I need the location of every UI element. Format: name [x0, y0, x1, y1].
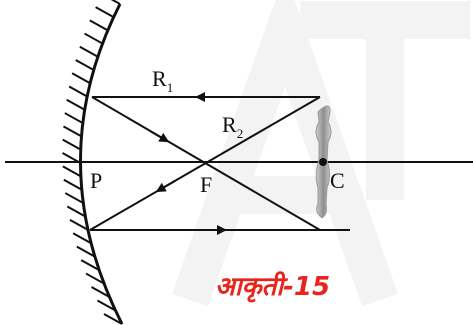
hatch-mark: [64, 112, 84, 124]
hatch-mark: [72, 232, 92, 245]
hatch-mark: [62, 152, 81, 164]
hatch-mark: [66, 205, 86, 218]
hatch-mark: [66, 98, 86, 111]
concave-mirror: [79, 3, 124, 325]
ray-r1-reflected-arrow: [149, 130, 170, 143]
hatch-mark: [76, 245, 96, 258]
hatch-mark: [62, 125, 82, 138]
hatch-mark: [80, 259, 100, 271]
hatch-mark: [63, 178, 83, 191]
hatch-mark: [96, 299, 116, 312]
hatch-mark: [103, 313, 123, 325]
hatch-mark: [71, 72, 91, 85]
hatch-mark: [89, 19, 109, 32]
hatch-mark: [79, 45, 99, 58]
mirror-hatching: [62, 0, 123, 325]
hatch-mark: [62, 138, 82, 151]
object: [315, 105, 332, 219]
watermark: [172, 0, 470, 307]
label-focus: F: [200, 172, 212, 197]
ray-r2-arrow: [155, 180, 176, 193]
hatch-mark: [69, 218, 89, 231]
label-center: C: [330, 168, 345, 193]
ray-r2-incident: [89, 96, 321, 231]
label-r1: R1: [152, 66, 173, 95]
hatch-mark: [75, 59, 95, 71]
hatch-mark: [68, 85, 88, 98]
label-pole: P: [90, 168, 102, 193]
hatch-mark: [84, 32, 104, 45]
hatch-mark: [85, 272, 105, 285]
figure-caption: आकृती-15: [215, 271, 330, 303]
hatch-mark: [64, 192, 84, 204]
ray-diagram: [89, 92, 350, 235]
hatch-mark: [90, 286, 110, 298]
label-r2: R2: [222, 112, 243, 141]
hatch-mark: [62, 165, 82, 178]
hatch-mark: [95, 6, 115, 19]
hatch-mark: [110, 0, 121, 5]
